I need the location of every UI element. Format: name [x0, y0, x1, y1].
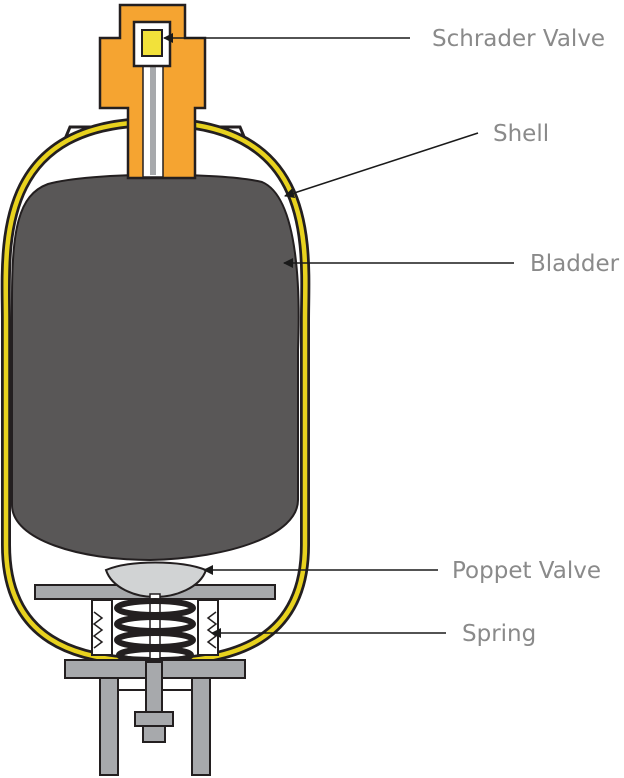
bladder — [11, 173, 300, 562]
spring — [91, 598, 219, 664]
label-shell: Shell — [493, 121, 549, 147]
schrader-valve — [98, 3, 207, 180]
label-bladder: Bladder — [530, 251, 620, 277]
label-spring: Spring — [462, 621, 536, 647]
label-poppet-valve: Poppet Valve — [452, 558, 601, 584]
port-base — [64, 659, 246, 776]
label-schrader-valve: Schrader Valve — [432, 26, 605, 52]
leader-shell — [284, 132, 479, 198]
